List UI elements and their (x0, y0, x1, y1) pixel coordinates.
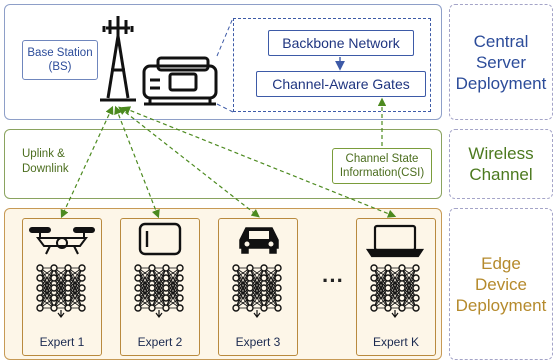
neural-network-icon (370, 264, 420, 318)
phone-icon (138, 222, 182, 256)
car-icon (239, 227, 279, 254)
wireless-links (60, 97, 397, 219)
tower-icon (100, 16, 136, 102)
base-station-box: Base Station (BS) (22, 40, 98, 80)
laptop-icon (365, 224, 425, 258)
more-experts-ellipsis: ··· (322, 268, 344, 293)
backbone-network-box: Backbone Network (268, 30, 414, 56)
expert-card-1: Expert 1 (22, 218, 102, 356)
central-server-deployment-label: Central Server Deployment (449, 4, 553, 120)
neural-network-icon (134, 264, 184, 318)
expert-label: Expert K (372, 335, 420, 349)
expert-label: Expert 1 (39, 335, 85, 349)
server-connector (216, 17, 234, 113)
channel-aware-gates-box: Channel-Aware Gates (256, 71, 426, 97)
wireless-channel-label: Wireless Channel (449, 129, 553, 199)
expert-label: Expert 2 (137, 335, 183, 349)
neural-network-icon (232, 264, 282, 318)
expert-label: Expert 3 (235, 335, 281, 349)
server-icon (142, 56, 218, 106)
drone-icon (29, 227, 95, 255)
edge-device-deployment-label: Edge Device Deployment (449, 208, 553, 360)
neural-network-icon (36, 264, 86, 318)
